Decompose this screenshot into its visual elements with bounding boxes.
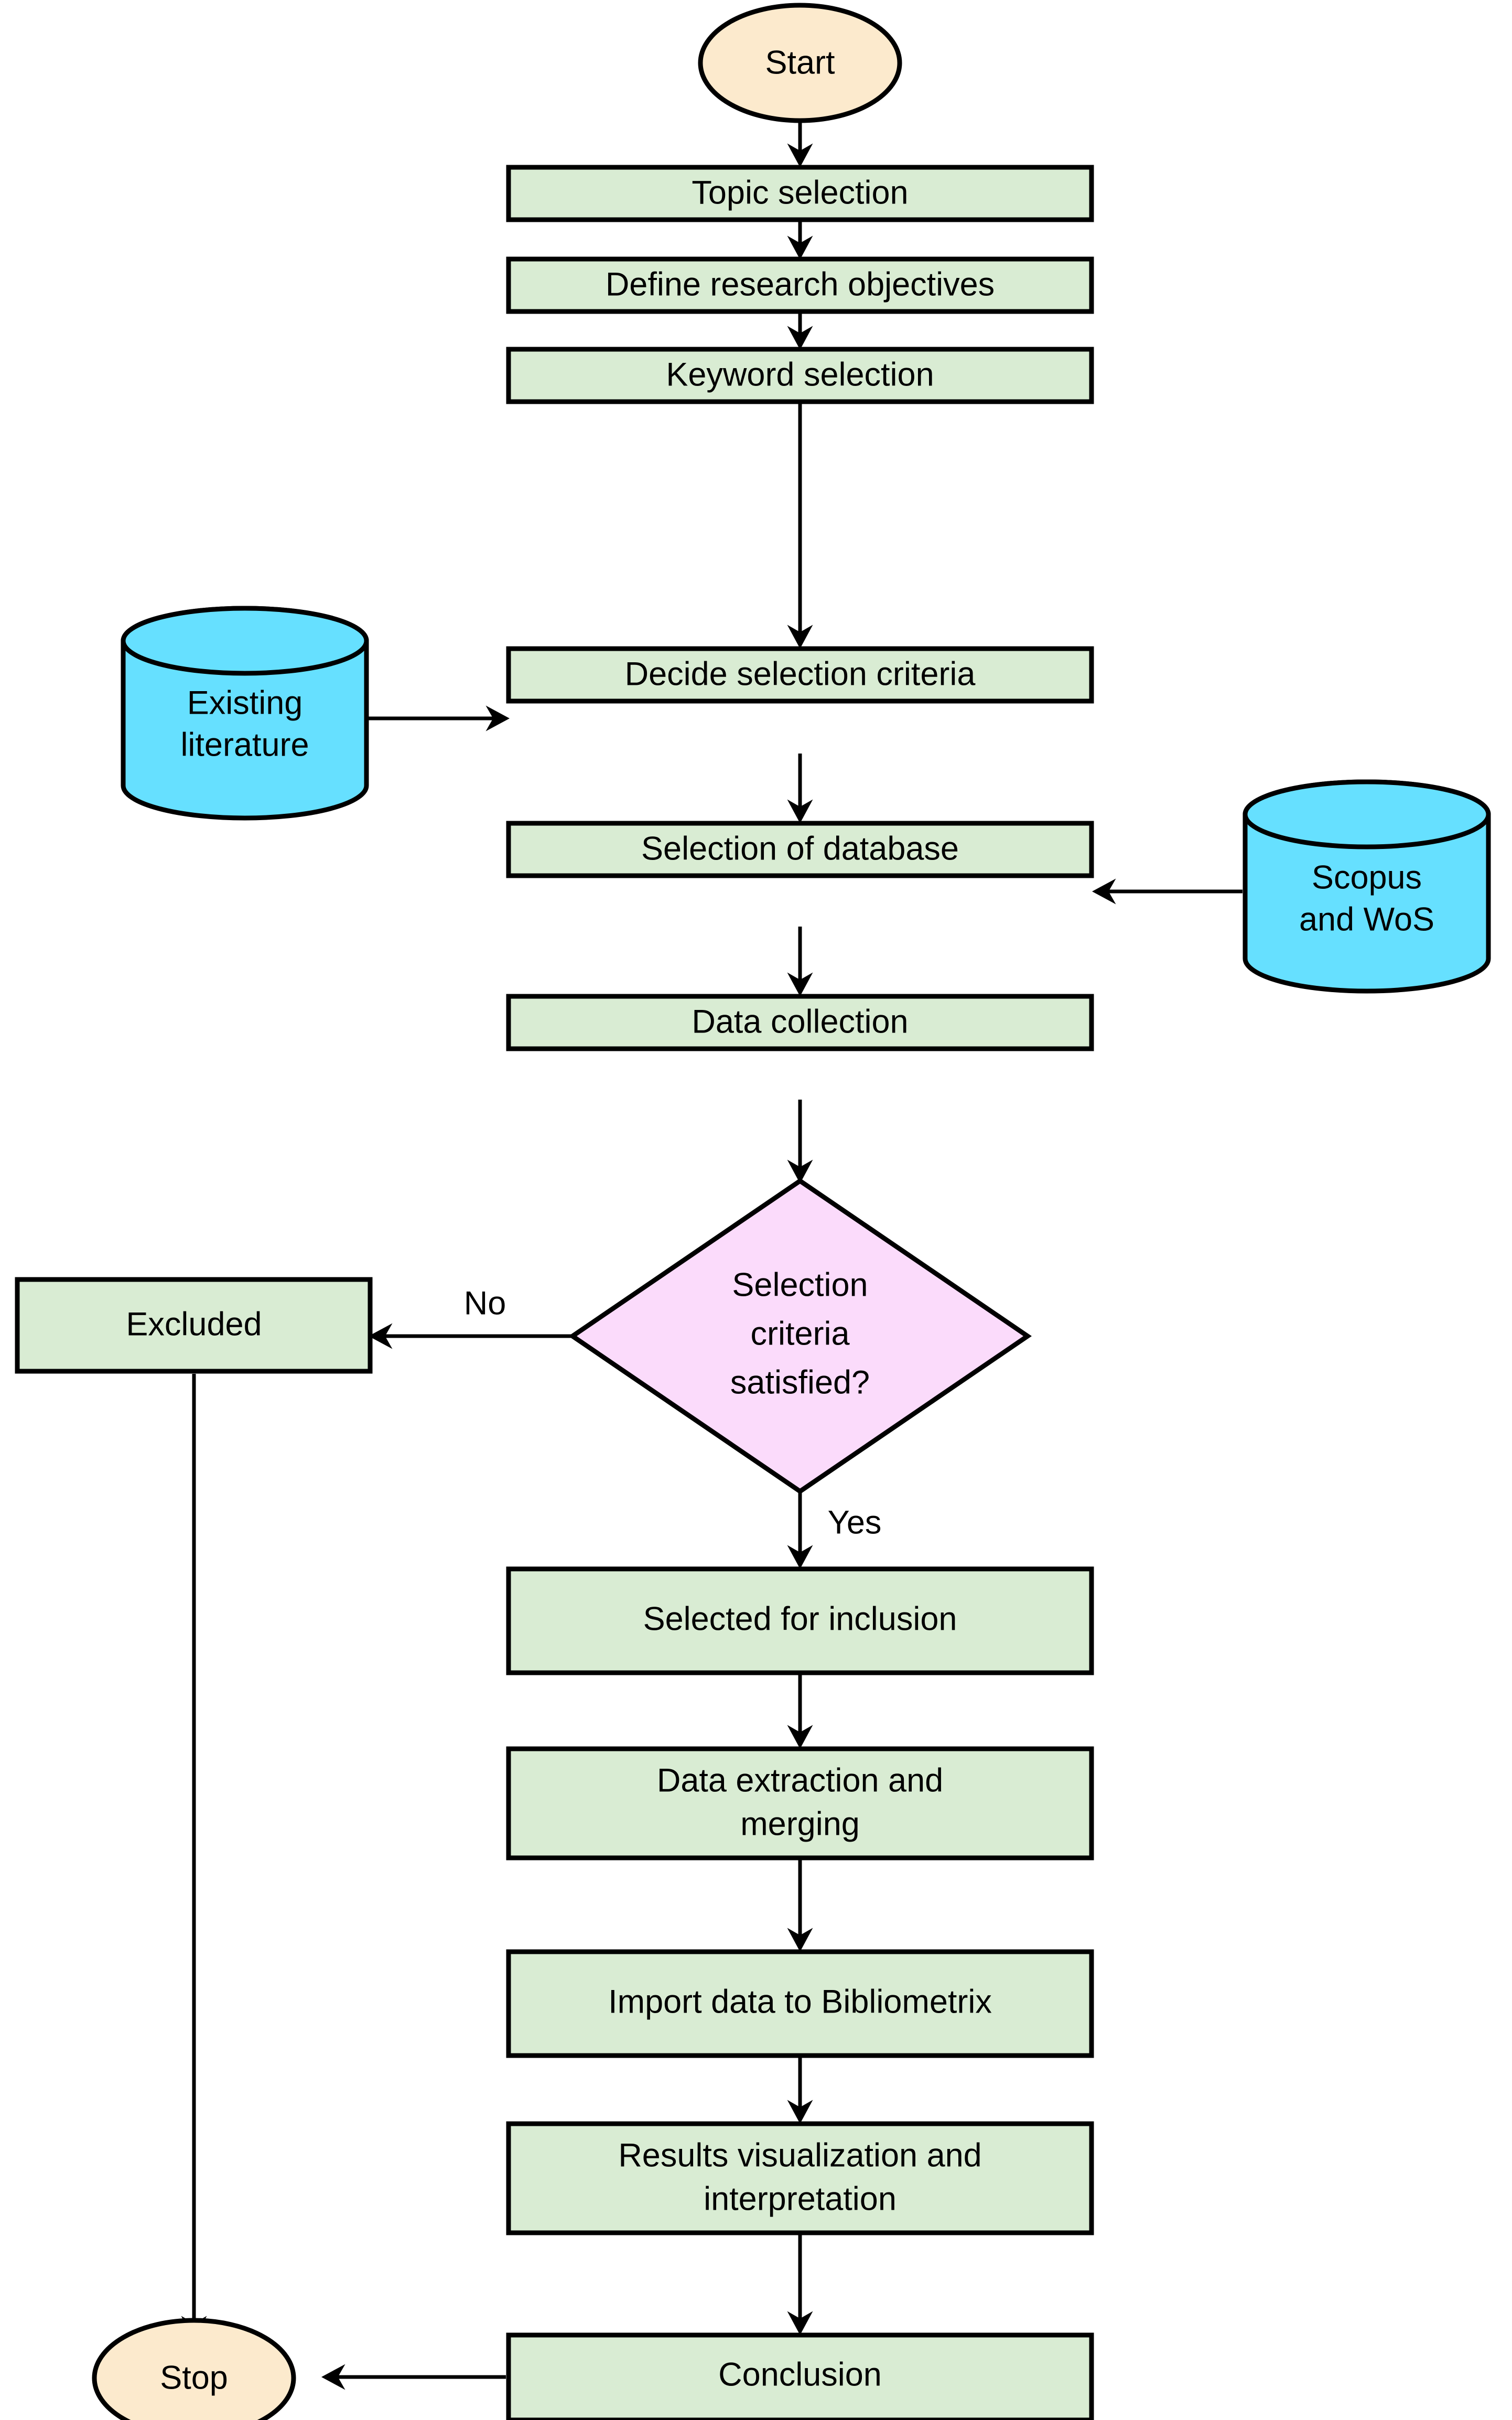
node-conclusion[interactable]: Conclusion: [506, 2332, 1094, 2420]
data-extraction-box[interactable]: [506, 1746, 1094, 1860]
edges-layer: [181, 95, 1243, 2390]
decision-label-line1: Selection: [732, 1267, 868, 1304]
scopus-wos-label-line2: and WoS: [1299, 901, 1434, 938]
excluded-box[interactable]: [15, 1277, 373, 1374]
stop-label: Stop: [160, 2360, 228, 2396]
node-scopus-wos[interactable]: Scopus and WoS: [1243, 779, 1491, 994]
node-selection-of-database[interactable]: Selection of database: [506, 821, 1094, 878]
decide-criteria-label: Decide selection criteria: [625, 656, 976, 693]
selected-inclusion-box[interactable]: [506, 1566, 1094, 1675]
import-bibliometrix-label: Import data to Bibliometrix: [608, 1984, 992, 2020]
node-results-visualization[interactable]: Results visualization and interpretation: [506, 2121, 1094, 2235]
topic-selection-label: Topic selection: [692, 175, 908, 211]
scopus-wos-cylinder-top: [1243, 779, 1491, 849]
topic-selection-box[interactable]: [506, 165, 1094, 222]
import-bibliometrix-box[interactable]: [506, 1949, 1094, 2058]
define-objectives-label: Define research objectives: [606, 266, 995, 303]
node-selected-inclusion[interactable]: Selected for inclusion: [506, 1566, 1094, 1675]
node-topic-selection[interactable]: Topic selection: [506, 165, 1094, 222]
scopus-wos-label-line1: Scopus: [1312, 859, 1422, 896]
data-collection-label: Data collection: [692, 1004, 908, 1040]
node-selection-criteria-decision[interactable]: Selection criteria satisfied?: [568, 1178, 1032, 1494]
conclusion-label: Conclusion: [718, 2357, 882, 2393]
results-visualization-label-line1: Results visualization and: [618, 2137, 981, 2174]
data-extraction-label-line2: merging: [740, 1806, 860, 1843]
selection-of-database-box[interactable]: [506, 821, 1094, 878]
node-start[interactable]: Start: [698, 3, 902, 123]
start-label: Start: [765, 45, 835, 81]
data-extraction-label-line1: Data extraction and: [657, 1762, 943, 1799]
node-keyword-selection[interactable]: Keyword selection: [506, 347, 1094, 404]
decision-label-line3: satisfied?: [730, 1364, 870, 1401]
existing-literature-cylinder-top: [121, 606, 369, 676]
node-excluded[interactable]: Excluded: [15, 1277, 373, 1374]
edge-label-no: No: [464, 1285, 506, 1322]
edge-label-yes: Yes: [828, 1504, 882, 1541]
start-ellipse[interactable]: [698, 3, 902, 123]
define-objectives-box[interactable]: [506, 256, 1094, 314]
node-stop[interactable]: Stop: [92, 2318, 296, 2420]
existing-literature-label-line1: Existing: [187, 685, 303, 722]
node-existing-literature[interactable]: Existing literature: [121, 606, 369, 821]
conclusion-box[interactable]: [506, 2332, 1094, 2420]
excluded-label: Excluded: [126, 1306, 262, 1343]
keyword-selection-label: Keyword selection: [666, 357, 934, 393]
node-import-bibliometrix[interactable]: Import data to Bibliometrix: [506, 1949, 1094, 2058]
selected-inclusion-label: Selected for inclusion: [643, 1601, 957, 1638]
results-visualization-box[interactable]: [506, 2121, 1094, 2235]
decision-label-line2: criteria: [750, 1316, 850, 1352]
stop-ellipse[interactable]: [92, 2318, 296, 2420]
data-collection-box[interactable]: [506, 994, 1094, 1051]
decide-criteria-box[interactable]: [506, 646, 1094, 704]
selection-of-database-label: Selection of database: [641, 831, 959, 867]
selection-criteria-diamond[interactable]: [568, 1178, 1032, 1494]
node-data-extraction[interactable]: Data extraction and merging: [506, 1746, 1094, 1860]
node-decide-criteria[interactable]: Decide selection criteria: [506, 646, 1094, 704]
node-define-objectives[interactable]: Define research objectives: [506, 256, 1094, 314]
results-visualization-label-line2: interpretation: [704, 2181, 897, 2218]
keyword-selection-box[interactable]: [506, 347, 1094, 404]
node-data-collection[interactable]: Data collection: [506, 994, 1094, 1051]
existing-literature-label-line2: literature: [180, 727, 309, 763]
